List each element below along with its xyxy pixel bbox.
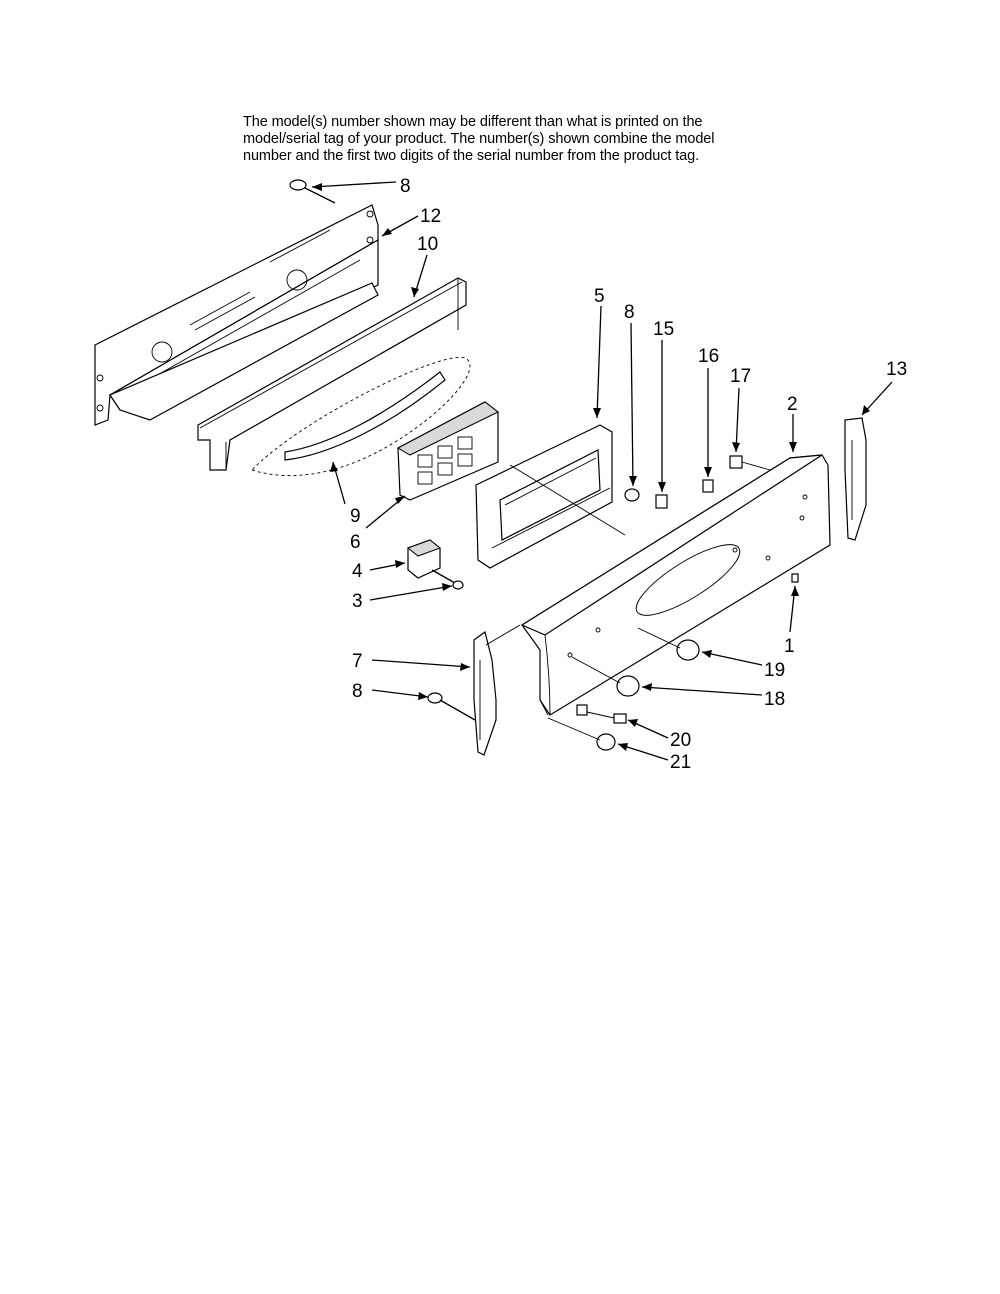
part-20-valve [576,704,627,724]
part-1-pin [791,573,799,583]
callout-1: 1 [784,636,795,657]
callout-3: 3 [352,591,363,612]
part-16-clip [702,479,714,493]
callout-2: 2 [787,394,798,415]
part-15-clip [655,494,668,509]
note-line-2: model/serial tag of your product. The nu… [243,131,715,147]
part-19-knob [637,627,700,661]
part-9-lens [251,356,471,476]
callout-18: 18 [764,689,785,710]
part-8-screw-mid [624,488,640,502]
note-line-3: number and the first two digits of the s… [243,148,700,164]
part-10-trim-strip [197,277,467,471]
part-17-clip [729,455,771,471]
part-8-screw-low [427,692,476,721]
callout-8-mid: 8 [624,302,635,323]
model-number-note: The model(s) number shown may be differe… [243,114,803,165]
callout-9: 9 [350,506,361,527]
callout-21: 21 [670,752,691,773]
note-line-1: The model(s) number shown may be differe… [243,114,703,130]
callout-19: 19 [764,660,785,681]
callout-5: 5 [594,286,605,307]
part-2-console [520,454,831,716]
part-12-panel-bracket [94,204,379,426]
part-5-display-frame [475,424,626,569]
callout-8-low: 8 [352,681,363,702]
part-4-switch [406,539,442,579]
callout-8-top: 8 [400,176,411,197]
part-18-knob [571,656,640,697]
callout-15: 15 [653,319,674,340]
callout-4: 4 [352,561,363,582]
callout-16: 16 [698,346,719,367]
leader-lines [311,181,893,761]
callout-17: 17 [730,366,751,387]
callout-20: 20 [670,730,691,751]
part-6-control-board [396,401,499,501]
part-3-screw [431,569,464,590]
part-8-screw-top [289,179,336,204]
part-21-grommet [547,717,616,751]
callout-12: 12 [420,206,441,227]
callout-6: 6 [350,532,361,553]
callout-10: 10 [417,234,438,255]
part-7-left-bracket [473,624,521,756]
callout-13: 13 [886,359,907,380]
callout-7: 7 [352,651,363,672]
part-13-right-bracket [844,417,867,541]
